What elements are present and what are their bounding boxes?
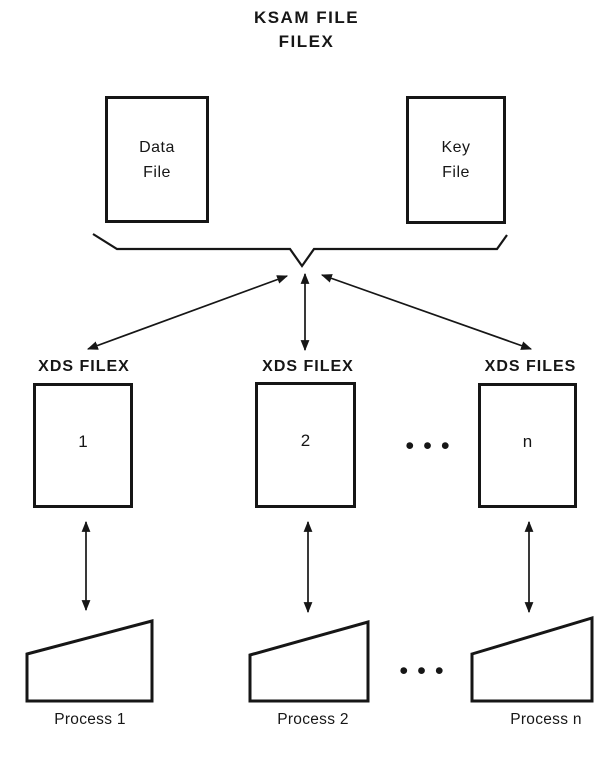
xds-box-2: 2	[255, 382, 356, 508]
key-file-label-line1: Key	[441, 139, 471, 156]
data-file-label-line1: Data	[139, 138, 175, 156]
key-file-box: Key File	[406, 96, 506, 224]
ellipsis-dots-process-row: • • •	[399, 657, 445, 685]
data-file-box: Data File	[105, 96, 209, 223]
xds-filex-label-1: XDS FILEX	[38, 358, 130, 375]
key-file-label-line2: File	[442, 164, 470, 181]
xds-files-label-n: XDS FILES	[484, 358, 577, 375]
xds-filex-label-2: XDS FILEX	[262, 358, 354, 375]
xds-box-2-value: 2	[300, 431, 311, 450]
process-1-shape	[25, 619, 154, 703]
process-1-label: Process 1	[54, 711, 126, 728]
xds-box-n-value: n	[522, 431, 533, 451]
title-line-2: FILEX	[278, 32, 335, 51]
double-arrow-brace-to-xds-1	[86, 275, 289, 350]
diagram-title: KSAM FILE FILEX	[0, 6, 613, 54]
ellipsis-dots-box-row: • • •	[405, 432, 451, 460]
process-2-label: Process 2	[277, 711, 349, 728]
xds-box-1-value: 1	[78, 431, 88, 451]
process-n-label: Process n	[510, 711, 582, 728]
process-n-shape	[470, 615, 594, 703]
data-file-label-line2: File	[143, 163, 171, 181]
title-line-1: KSAM FILE	[253, 8, 360, 27]
double-arrow-brace-to-xds-n	[320, 274, 533, 350]
process-2-shape	[248, 620, 370, 703]
xds-box-n: n	[478, 383, 577, 508]
xds-box-1: 1	[33, 383, 133, 508]
brace-connector	[92, 233, 508, 268]
